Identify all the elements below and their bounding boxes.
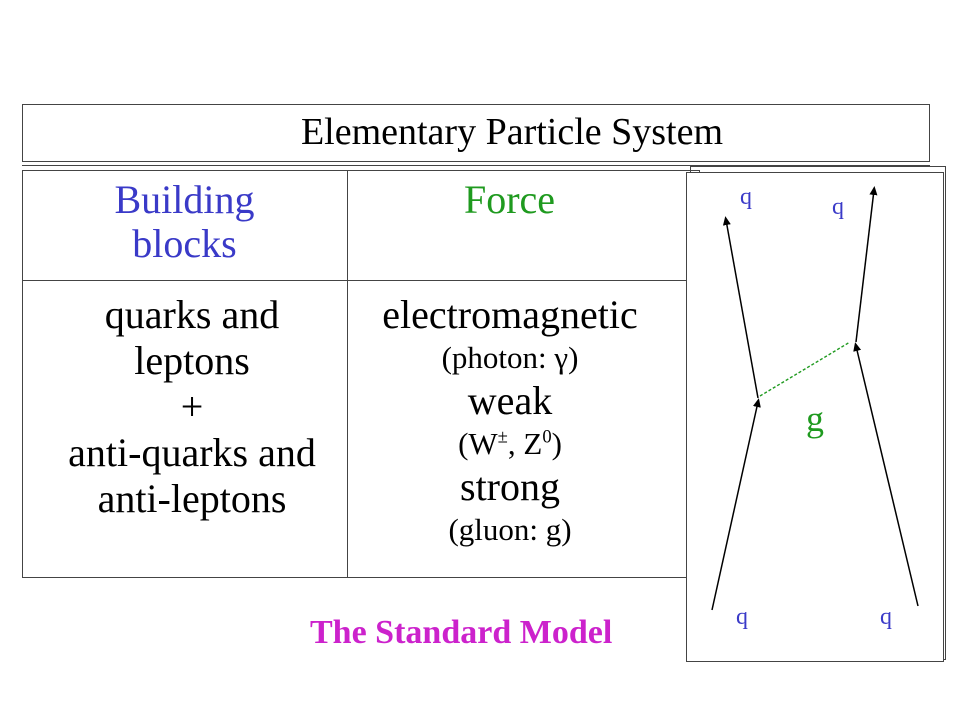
feynman-diagram-panel (686, 172, 944, 662)
weak-carrier-w: (W (458, 426, 498, 461)
page-title-text: Elementary Particle System (300, 111, 724, 153)
label-top-right-q: q (832, 194, 844, 221)
label-bottom-right-q: q (880, 604, 892, 631)
weak-carrier-pm: ± (497, 426, 508, 448)
force-cell: electromagnetic (photon: γ) weak (W±, Z0… (340, 292, 680, 550)
header-force-text: Force (463, 177, 556, 222)
quark-line-top-left (722, 216, 759, 399)
table-column-divider (347, 170, 348, 578)
weak-carrier-z: , Z (507, 426, 543, 461)
label-bottom-left-q-text: q (736, 604, 748, 630)
header-building-blocks: Building blocks (22, 178, 347, 266)
building-blocks-cell: quarks and leptons + anti-quarks and ant… (22, 292, 362, 522)
force-strong: strong (460, 464, 560, 509)
label-top-left-q: q (740, 184, 752, 211)
header-building-line1: Building (114, 177, 255, 222)
title-underline (22, 165, 930, 166)
force-em-carrier: (photon: γ) (441, 340, 579, 375)
bb-line-quarks: quarks and (104, 292, 280, 337)
gluon-line (759, 341, 851, 397)
quark-line-bottom-left (711, 398, 761, 611)
standard-model-label: The Standard Model (310, 614, 612, 652)
label-bottom-left-q: q (736, 604, 748, 631)
standard-model-text: The Standard Model (310, 614, 613, 651)
table-header-divider (22, 280, 698, 281)
bb-line-leptons: leptons (134, 338, 250, 383)
force-weak: weak (467, 378, 553, 423)
weak-carrier-zero: 0 (542, 426, 552, 448)
header-building-line2: blocks (132, 221, 237, 266)
title-box (22, 104, 930, 162)
bb-line-antiquarks: anti-quarks and (68, 430, 316, 475)
label-gluon-g-text: g (806, 399, 824, 439)
quark-line-top-right (855, 186, 878, 343)
page-title: Elementary Particle System (22, 104, 960, 160)
quark-line-bottom-right (853, 342, 919, 607)
label-gluon-g: g (806, 398, 824, 440)
bb-line-plus: + (180, 384, 204, 429)
force-strong-carrier: (gluon: g) (448, 512, 572, 547)
bb-line-antileptons: anti-leptons (97, 476, 287, 521)
label-bottom-right-q-text: q (880, 604, 892, 630)
force-electromagnetic: electromagnetic (382, 292, 638, 337)
header-force: Force (347, 178, 672, 222)
label-top-left-q-text: q (740, 184, 752, 210)
label-top-right-q-text: q (832, 194, 844, 220)
weak-carrier-close: ) (551, 426, 562, 461)
force-weak-carrier: (W±, Z0) (340, 424, 680, 464)
